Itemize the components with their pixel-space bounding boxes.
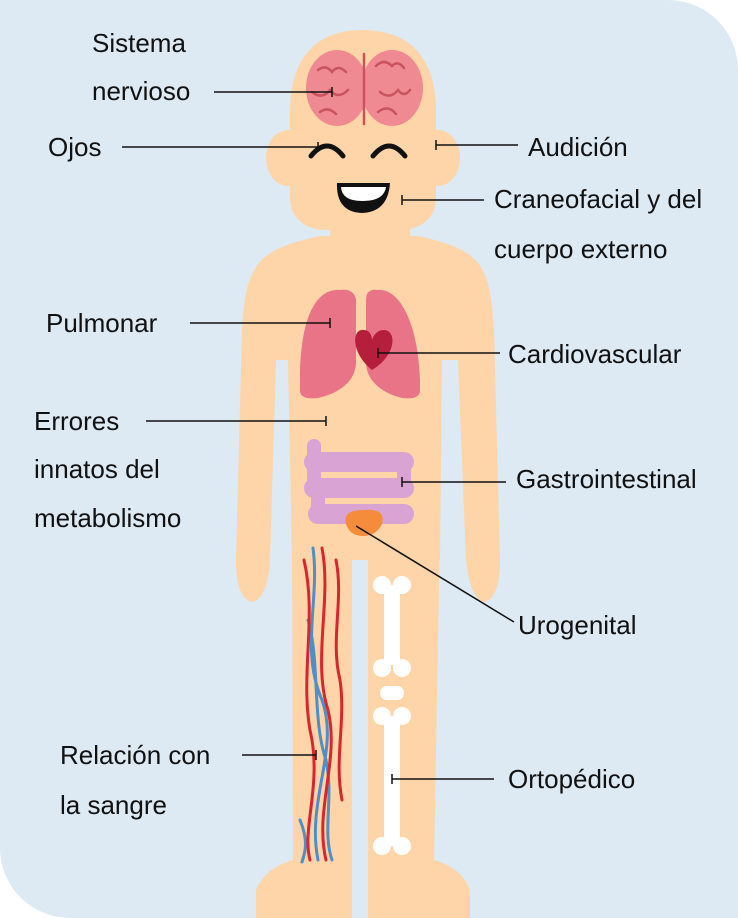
label-cardiovascular: Cardiovascular <box>508 339 682 369</box>
label-orthopedic: Ortopédico <box>508 764 636 794</box>
brain-right-hemisphere <box>361 50 423 126</box>
torso <box>236 236 500 602</box>
brain-folds <box>310 52 412 126</box>
artery-branch-1 <box>302 558 316 862</box>
leader-lines <box>122 91 518 780</box>
human-body <box>236 30 500 918</box>
label-urogenital: Urogenital <box>518 610 637 640</box>
brain <box>306 50 423 126</box>
artery-branch-2 <box>334 558 344 802</box>
label-blood-line2: la sangre <box>60 790 167 820</box>
left-eye <box>308 143 346 159</box>
vein-branch-2 <box>298 818 307 864</box>
bladder <box>345 509 383 536</box>
label-metabolism-line3: metabolismo <box>34 503 182 533</box>
vein-main <box>309 546 329 862</box>
label-pulmonary: Pulmonar <box>46 308 158 338</box>
teeth <box>341 187 386 201</box>
leader-end-ticks <box>315 87 437 784</box>
label-nervous-system-line2: nervioso <box>92 76 191 106</box>
artery-main <box>320 546 333 862</box>
left-lung <box>300 289 356 399</box>
label-gastrointestinal: Gastrointestinal <box>516 464 697 494</box>
label-eyes: Ojos <box>48 132 102 162</box>
label-nervous-system-line1: Sistema <box>92 28 186 58</box>
vein-branch-1 <box>306 618 334 862</box>
label-hearing: Audición <box>528 132 628 162</box>
label-metabolism-line1: Errores <box>34 406 120 436</box>
right-eye <box>370 143 408 159</box>
label-metabolism-line2: innatos del <box>34 454 160 484</box>
blood-vessels <box>298 546 344 864</box>
label-blood-line1: Relación con <box>60 740 211 770</box>
label-craniofacial-line2: cuerpo externo <box>494 234 668 264</box>
label-craniofacial-line1: Craneofacial y del <box>494 184 703 214</box>
leader-urogenital <box>355 525 515 623</box>
right-lung <box>366 289 420 399</box>
heart <box>355 329 393 370</box>
